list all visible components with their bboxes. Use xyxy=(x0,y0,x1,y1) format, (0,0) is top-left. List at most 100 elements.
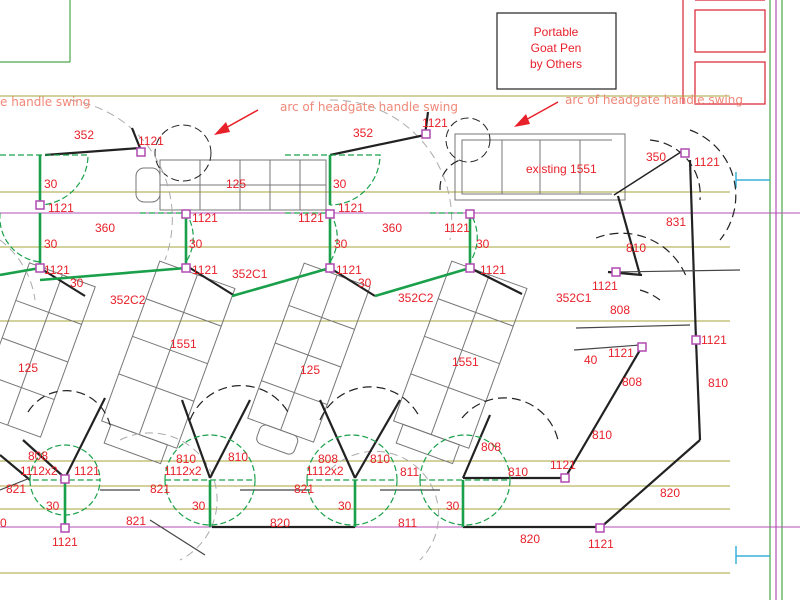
part-label: 1121 xyxy=(74,464,100,478)
part-label: 30 xyxy=(333,177,347,191)
part-label: 0 xyxy=(0,516,7,530)
part-label: 810 xyxy=(626,241,646,255)
part-label: 1112x2 xyxy=(306,464,344,478)
headgate-top-left xyxy=(135,124,327,211)
part-label: 1551 xyxy=(452,355,479,369)
part-label: 820 xyxy=(660,486,680,500)
part-label: 30 xyxy=(192,499,206,513)
title-block-cell-1 xyxy=(694,9,766,53)
part-label: 30 xyxy=(338,499,352,513)
light-arcs xyxy=(0,99,453,561)
part-label: 352C1 xyxy=(556,291,592,305)
part-label: 125 xyxy=(300,363,320,377)
annotation-text: e handle swing arc of headgate handle sw… xyxy=(0,93,743,114)
part-label: 30 xyxy=(334,237,348,251)
part-label: 808 xyxy=(622,375,642,389)
part-label: 352 xyxy=(74,128,94,142)
part-label: 1121 xyxy=(608,346,634,360)
goat-pen-line-2: Goat Pen xyxy=(531,41,582,55)
swing-arcs xyxy=(27,129,737,441)
goat-pen-line-1: Portable xyxy=(534,25,579,39)
existing-chute-frame xyxy=(454,133,626,201)
part-label: 811 xyxy=(400,465,419,479)
drawing-borders xyxy=(0,0,783,600)
part-label: 1121 xyxy=(138,134,164,148)
arc-note-1: arc of headgate handle swing xyxy=(280,100,458,114)
arrow-head-icon xyxy=(514,114,530,127)
part-labels: 352 352 1121 1121 350 1121 30 30 125 exi… xyxy=(0,116,728,551)
part-label: 1121 xyxy=(592,279,618,293)
part-label: 810 xyxy=(228,450,248,464)
part-label: 810 xyxy=(592,428,612,442)
part-label: 30 xyxy=(44,177,58,191)
part-label: 810 xyxy=(176,452,196,466)
part-label: 30 xyxy=(70,276,84,290)
part-label: 1121 xyxy=(48,201,74,215)
part-label: 352C2 xyxy=(398,291,434,305)
part-label: 831 xyxy=(666,215,686,229)
part-label: 125 xyxy=(18,361,38,375)
part-label: 808 xyxy=(318,452,338,466)
arrow-head-icon xyxy=(214,122,230,135)
part-label: 808 xyxy=(481,440,501,454)
goat-pen-line-3: by Others xyxy=(530,57,582,71)
part-label: 1121 xyxy=(44,263,70,277)
green-gate-panels xyxy=(0,155,472,527)
part-label: 352C1 xyxy=(232,267,268,281)
chute-right-1551 xyxy=(392,260,528,465)
part-label: 1121 xyxy=(444,221,470,235)
part-label: 821 xyxy=(294,482,314,496)
part-label: 40 xyxy=(584,353,598,367)
part-label: 350 xyxy=(646,150,666,164)
fence-panels xyxy=(0,111,702,529)
part-label: 1121 xyxy=(338,201,364,215)
part-label: 821 xyxy=(150,482,170,496)
part-label: 810 xyxy=(370,452,390,466)
chute-handle xyxy=(135,167,161,203)
part-label: 352 xyxy=(353,126,373,140)
part-label: 30 xyxy=(44,237,58,251)
part-label: 1121 xyxy=(192,211,218,225)
annotation-arrows xyxy=(214,101,559,135)
hinge-markers xyxy=(35,129,701,533)
part-label: 810 xyxy=(708,376,728,390)
part-label: 1112x2 xyxy=(164,464,202,478)
part-label: 820 xyxy=(520,532,540,546)
part-label: 808 xyxy=(610,303,630,317)
headgate-swing-arc xyxy=(445,117,491,163)
arc-note-partial: e handle swing xyxy=(0,95,91,109)
part-label: 821 xyxy=(6,482,26,496)
part-label: 30 xyxy=(46,499,60,513)
part-label: 821 xyxy=(126,514,146,528)
part-label: 1121 xyxy=(588,537,614,551)
part-label: 820 xyxy=(270,516,290,530)
part-label: 1121 xyxy=(192,263,218,277)
chute-head xyxy=(395,423,461,465)
handles xyxy=(0,269,741,556)
part-label: 1551 xyxy=(170,337,197,351)
chute-left-1551 xyxy=(100,260,236,465)
headgate-existing xyxy=(445,117,626,201)
part-label: 1121 xyxy=(694,155,720,169)
part-label: existing 1551 xyxy=(526,162,597,176)
chute-head xyxy=(103,423,169,465)
guide-lines xyxy=(0,95,800,574)
part-label: 810 xyxy=(508,465,528,479)
part-label: 352C2 xyxy=(110,293,146,307)
chute-mid-125 xyxy=(247,262,371,455)
part-label: 1121 xyxy=(701,333,727,347)
part-label: 30 xyxy=(189,237,203,251)
green-gates xyxy=(0,154,511,526)
chute-handle xyxy=(256,424,299,455)
part-label: 30 xyxy=(446,499,460,513)
part-label: 1121 xyxy=(298,211,324,225)
part-label: 360 xyxy=(382,221,402,235)
part-label: 1121 xyxy=(422,116,448,130)
arc-note-2: arc of headgate handle swing xyxy=(565,93,743,107)
part-label: 1121 xyxy=(550,458,576,472)
equipment xyxy=(0,117,626,465)
part-label: 1121 xyxy=(336,263,362,277)
part-label: 811 xyxy=(398,516,417,530)
